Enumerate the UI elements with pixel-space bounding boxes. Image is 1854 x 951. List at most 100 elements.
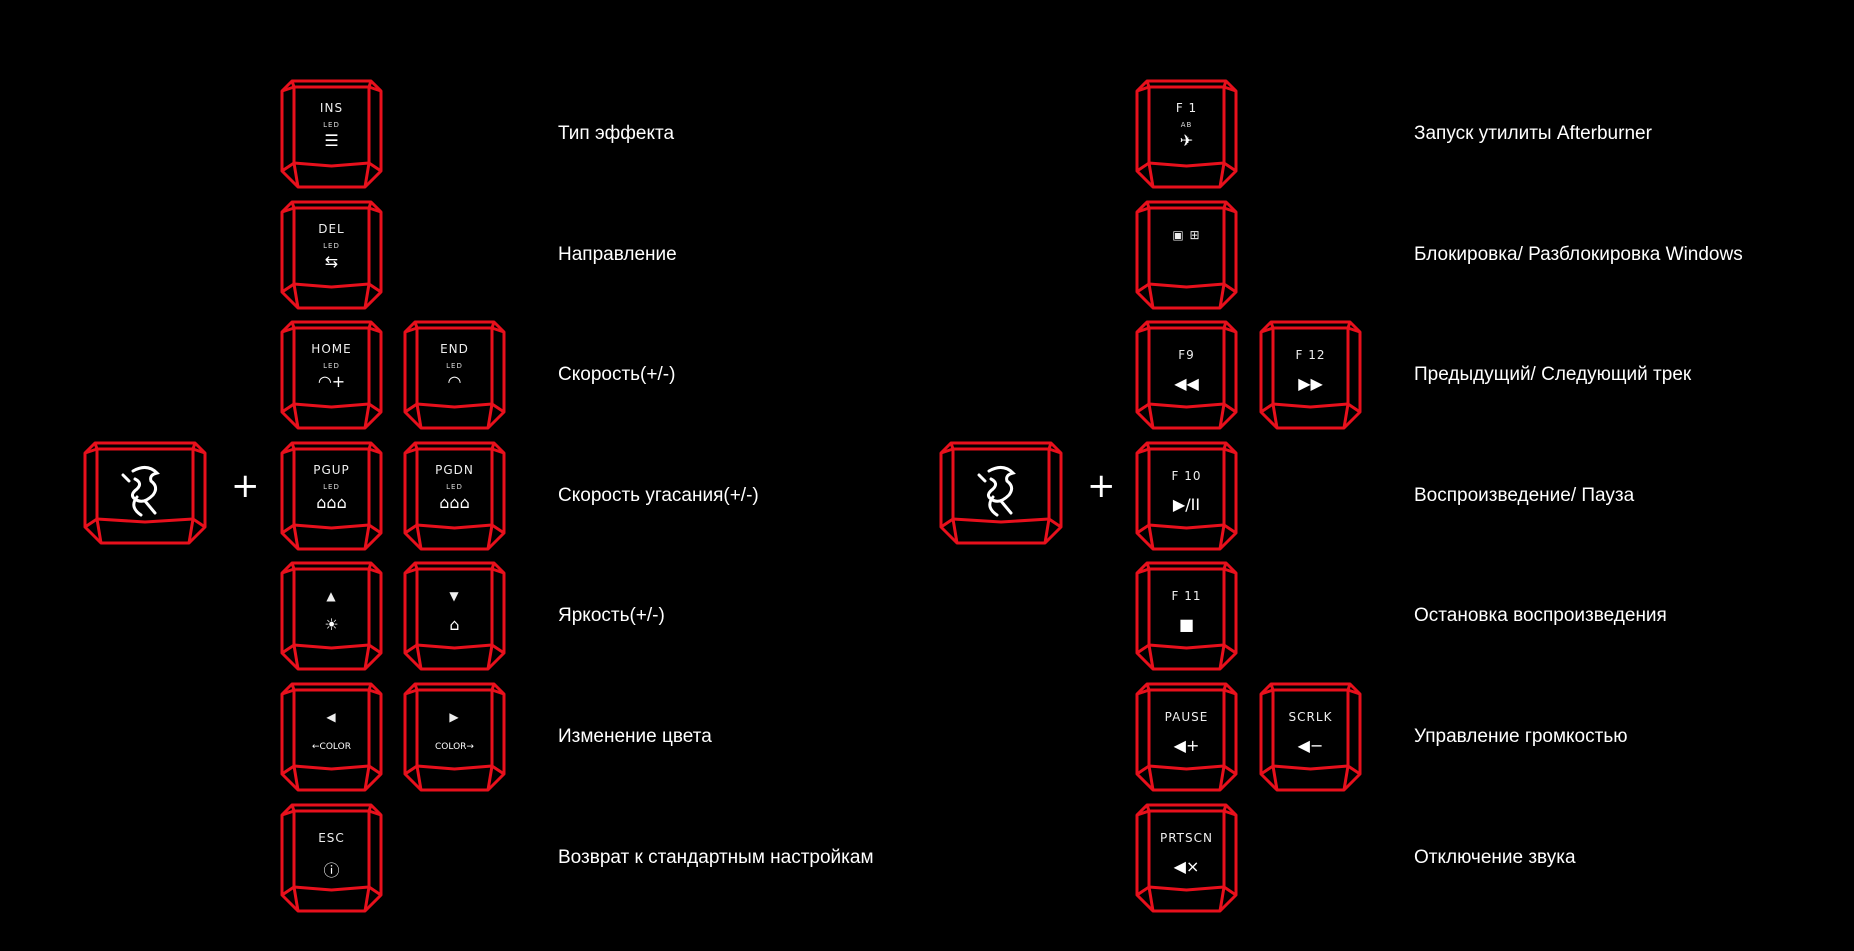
volume-down-icon: ◀− (1297, 736, 1324, 755)
fade-up-icon: ⌂⌂⌂ (316, 492, 347, 512)
key-label: DEL (318, 221, 345, 236)
brightness-down-icon: ⌂ (449, 615, 460, 635)
key-outline (280, 803, 383, 913)
msi-dragon-key (939, 441, 1063, 545)
key-outline (280, 320, 383, 430)
key-outline (1135, 682, 1238, 792)
key-: ▲☀ (280, 561, 383, 671)
shortcut-description: Тип эффекта (558, 123, 675, 144)
key-end: END LED◠ (403, 320, 506, 430)
brightness-up-icon: ☀ (324, 615, 339, 635)
key-outline (1135, 441, 1238, 551)
key-label: PGUP (313, 462, 350, 477)
key-outline (280, 200, 383, 310)
effect-list-icon: ☰ (324, 131, 339, 150)
key-outline (280, 682, 383, 792)
key-label: ▲ (326, 589, 337, 604)
next-track-icon: ▶▶ (1298, 374, 1323, 394)
stop-icon: ■ (1178, 615, 1195, 635)
key-label: F9 (1178, 348, 1195, 363)
shortcut-description: Предыдущий/ Следующий трек (1414, 364, 1692, 386)
key-label: F 11 (1171, 589, 1202, 604)
key-sublabel: LED (323, 121, 340, 129)
key-outline (403, 561, 506, 671)
key-scrlk: SCRLK ◀− (1259, 682, 1362, 792)
shortcut-description: Направление (558, 243, 677, 265)
key-sublabel: LED (323, 482, 340, 491)
key-outline (1135, 320, 1238, 430)
direction-icon: ⇆ (324, 251, 339, 271)
speed-down-icon: ◠ (447, 372, 462, 392)
volume-up-icon: ◀+ (1173, 736, 1200, 755)
previous-track-icon: ◀◀ (1174, 374, 1199, 394)
key-outline (939, 441, 1063, 545)
speed-up-icon: ◠+ (317, 372, 346, 392)
shortcut-description: Яркость(+/-) (558, 605, 665, 627)
shortcut-description: Воспроизведение/ Пауза (1414, 484, 1635, 506)
key-label: F 1 (1175, 101, 1198, 115)
key-: ▼⌂ (403, 561, 506, 671)
key-outline (403, 320, 506, 430)
key-: ▣ ⊞ (1135, 200, 1238, 310)
key-outline (1135, 79, 1238, 189)
key-outline (403, 441, 506, 551)
shortcut-description: Возврат к стандартным настройкам (558, 846, 874, 868)
fade-down-icon: ⌂⌂⌂ (439, 492, 470, 512)
key-sublabel: AB (1180, 121, 1193, 129)
reset-icon: ⓘ (323, 860, 340, 880)
key-label: INS (319, 101, 344, 115)
key-sublabel: LED (323, 362, 340, 371)
color-prev-icon: ←COLOR (312, 742, 351, 752)
key-outline (1259, 682, 1362, 792)
msi-dragon-key (83, 441, 207, 545)
key-label: PGDN (435, 462, 474, 477)
key-sublabel: LED (323, 241, 340, 250)
key-outline (83, 441, 207, 545)
key-pgdn: PGDN LED⌂⌂⌂ (403, 441, 506, 551)
key-label: HOME (311, 342, 352, 357)
shortcut-description: Остановка воспроизведения (1414, 605, 1667, 627)
msi-dragon-icon (977, 466, 1016, 517)
color-next-icon: COLOR→ (435, 742, 474, 752)
key-sublabel: LED (446, 482, 463, 491)
key-outline (280, 441, 383, 551)
key-: ▶ COLOR→ (403, 682, 506, 792)
key-home: HOME LED◠+ (280, 320, 383, 430)
key-label: SCRLK (1288, 710, 1333, 724)
key-outline (1259, 320, 1362, 430)
key-ins: INS LED ☰ (280, 79, 383, 189)
plus-sign: + (231, 466, 260, 506)
key-outline (403, 682, 506, 792)
key-: ◀ ←COLOR (280, 682, 383, 792)
mute-icon: ◀× (1173, 856, 1200, 876)
key-label: END (440, 342, 469, 357)
shortcut-description: Скорость(+/-) (558, 364, 676, 386)
shortcut-description: Отключение звука (1414, 846, 1576, 868)
key-sublabel: LED (446, 362, 463, 371)
key-outline (1135, 803, 1238, 913)
key-pgup: PGUP LED⌂⌂⌂ (280, 441, 383, 551)
shortcut-description: Изменение цвета (558, 726, 712, 747)
key-outline (1135, 561, 1238, 671)
key-outline (280, 79, 383, 189)
key-label: F 10 (1171, 468, 1202, 483)
shortcut-description: Скорость угасания(+/-) (558, 484, 759, 506)
key-f11: F 11 ■ (1135, 561, 1238, 671)
shortcut-description: Запуск утилиты Afterburner (1414, 123, 1652, 144)
key-f12: F 12 ▶▶ (1259, 320, 1362, 430)
key-outline (1135, 200, 1238, 310)
play-pause-icon: ▶/II (1172, 494, 1201, 514)
key-label: ▣ ⊞ (1172, 227, 1201, 242)
key-outline (280, 561, 383, 671)
key-del: DEL LED⇆ (280, 200, 383, 310)
key-label: ◀ (326, 710, 337, 724)
msi-dragon-icon (121, 466, 160, 517)
key-f10: F 10 ▶/II (1135, 441, 1238, 551)
key-label: F 12 (1295, 348, 1326, 363)
key-pause: PAUSE ◀+ (1135, 682, 1238, 792)
plus-sign: + (1087, 466, 1116, 506)
key-label: ▶ (449, 710, 460, 724)
key-label: PAUSE (1164, 710, 1209, 724)
key-prtscn: PRTSCN◀× (1135, 803, 1238, 913)
